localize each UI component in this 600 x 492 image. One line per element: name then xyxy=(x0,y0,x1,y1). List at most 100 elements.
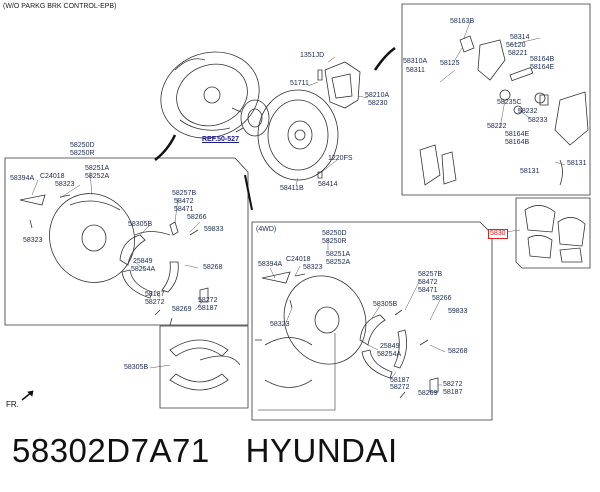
left-assembly-frame xyxy=(4,157,249,326)
label-b58257b: 58257B xyxy=(418,271,443,278)
label-b58250d: 58250D xyxy=(322,230,347,237)
label-a58266: 58266 xyxy=(187,214,207,221)
label-b58272: 58272 xyxy=(390,384,410,391)
shoe-spring-left xyxy=(134,221,199,236)
label-58164e: 58164E xyxy=(530,64,555,71)
pad-box-frame xyxy=(515,197,591,269)
caliper-top xyxy=(324,61,361,109)
label-a58269: 58269 xyxy=(172,306,192,313)
dust-shield-top xyxy=(160,51,260,139)
highlighted-part-label[interactable]: 5830 xyxy=(488,229,508,239)
label-b58266: 58266 xyxy=(432,295,452,302)
label-b58394a: 58394A xyxy=(258,261,283,268)
diagram-drawing xyxy=(4,3,591,421)
label-58232: 58232 xyxy=(518,108,538,115)
backing-plate-left xyxy=(49,193,135,283)
label-58131: 58131 xyxy=(567,160,587,167)
label-b58187b: 58187 xyxy=(443,389,463,396)
assembly-arrow-3 xyxy=(244,174,253,211)
label-58230: 58230 xyxy=(368,100,388,107)
label-58311: 58311 xyxy=(406,67,425,74)
label-b58323: 58323 xyxy=(303,264,323,271)
backing-plate-4wd xyxy=(283,275,367,365)
label-a58472: 58472 xyxy=(174,198,194,205)
brake-pads xyxy=(524,205,586,263)
brake-shoes-4wd xyxy=(359,309,429,379)
label-56120: 56120 xyxy=(506,42,526,49)
label-58222: 58222 xyxy=(487,123,507,130)
label-a58394a: 58394A xyxy=(10,175,35,182)
diagram-header: (W/O PARKG BRK CONTROL-EPB) xyxy=(3,3,117,10)
label-a59833: 59833 xyxy=(204,226,224,233)
label-58314: 58314 xyxy=(510,34,530,41)
label-a58305b: 58305B xyxy=(128,221,153,228)
label-b58254a: 58254A xyxy=(377,351,402,358)
label-b58305b: 58305B xyxy=(373,301,398,308)
label-58164e-2: 58164E xyxy=(505,131,530,138)
brake-shoes-left xyxy=(119,234,179,299)
label-b59833: 59833 xyxy=(448,308,468,315)
label-a58187b: 58187 xyxy=(198,305,218,312)
shoe-set-left-subbox xyxy=(169,339,241,391)
label-58235c: 58235C xyxy=(497,99,522,106)
shoe-set-4wd-subbox xyxy=(264,337,313,388)
fourwd-box-frame xyxy=(251,221,493,421)
fr-arrowhead xyxy=(27,390,34,397)
front-direction-label: FR. xyxy=(6,400,19,409)
label-b25849: 25849 xyxy=(380,343,400,350)
label-58221: 58221 xyxy=(508,50,528,57)
label-58310a: 58310A xyxy=(403,58,428,65)
label-b58269: 58269 xyxy=(418,390,438,397)
label-a58257b: 58257B xyxy=(172,190,197,197)
label-58411b: 58411B xyxy=(280,185,304,192)
caliper-exploded xyxy=(419,35,589,186)
fourwd-inner-frame xyxy=(258,333,336,411)
label-58164b: 58164B xyxy=(530,56,555,63)
label-a58268: 58268 xyxy=(203,264,223,271)
label-b58323b: 58323 xyxy=(270,321,290,328)
leader-lines xyxy=(31,21,566,386)
part-number: 58302D7A71 xyxy=(12,432,210,469)
label-1220fs: 1220FS xyxy=(328,155,353,162)
label-a58250r: 58250R xyxy=(70,150,95,157)
label-b58252a: 58252A xyxy=(326,259,351,266)
assembly-arrow-1 xyxy=(154,134,177,161)
label-ac24018: C24018 xyxy=(40,173,65,180)
label-a58254a: 58254A xyxy=(131,266,156,273)
label-58125: 58125 xyxy=(440,60,460,67)
label-1351jd: 1351JD xyxy=(300,52,325,59)
label-58233: 58233 xyxy=(528,117,548,124)
label-b58250r: 58250R xyxy=(322,238,347,245)
caption: 58302D7A71 HYUNDAI xyxy=(12,432,434,470)
wheel-hub xyxy=(231,99,270,137)
label-a58323b: 58323 xyxy=(23,237,43,244)
label-51711: 51711 xyxy=(290,80,309,87)
label-a58272b: 58272 xyxy=(198,297,218,304)
label-b58268: 58268 xyxy=(448,348,468,355)
label-bc24018: C24018 xyxy=(286,256,311,263)
label-a58471: 58471 xyxy=(174,206,194,213)
disc-rotor xyxy=(257,89,339,181)
label-a58272: 58272 xyxy=(145,299,165,306)
label-b58471: 58471 xyxy=(418,287,438,294)
label-b58187: 58187 xyxy=(390,377,410,384)
ref-link[interactable]: REF.50-527 xyxy=(202,136,239,143)
parts-diagram: (W/O PARKG BRK CONTROL-EPB) xyxy=(3,3,591,421)
label-58164b-2: 58164B xyxy=(505,139,530,146)
label-a25849: 25849 xyxy=(133,258,153,265)
small-bolt xyxy=(317,171,323,179)
label-b58251a: 58251A xyxy=(326,251,351,258)
label-a58250d: 58250D xyxy=(70,142,95,149)
label-a58252a: 58252A xyxy=(85,173,110,180)
label-a58251a: 58251A xyxy=(85,165,110,172)
label-a58323: 58323 xyxy=(55,181,75,188)
shoe-subbox-frame xyxy=(159,325,249,409)
fourwd-title: (4WD) xyxy=(256,226,277,233)
brand-name: HYUNDAI xyxy=(245,432,398,469)
caliper-box-frame xyxy=(401,3,591,196)
label-58210a: 58210A xyxy=(365,92,390,99)
label-58131-b: 58131 xyxy=(520,168,540,175)
label-58163b: 58163B xyxy=(450,18,475,25)
assembly-arrow-2 xyxy=(373,46,396,71)
label-a58305b-2: 58305B xyxy=(124,364,149,371)
